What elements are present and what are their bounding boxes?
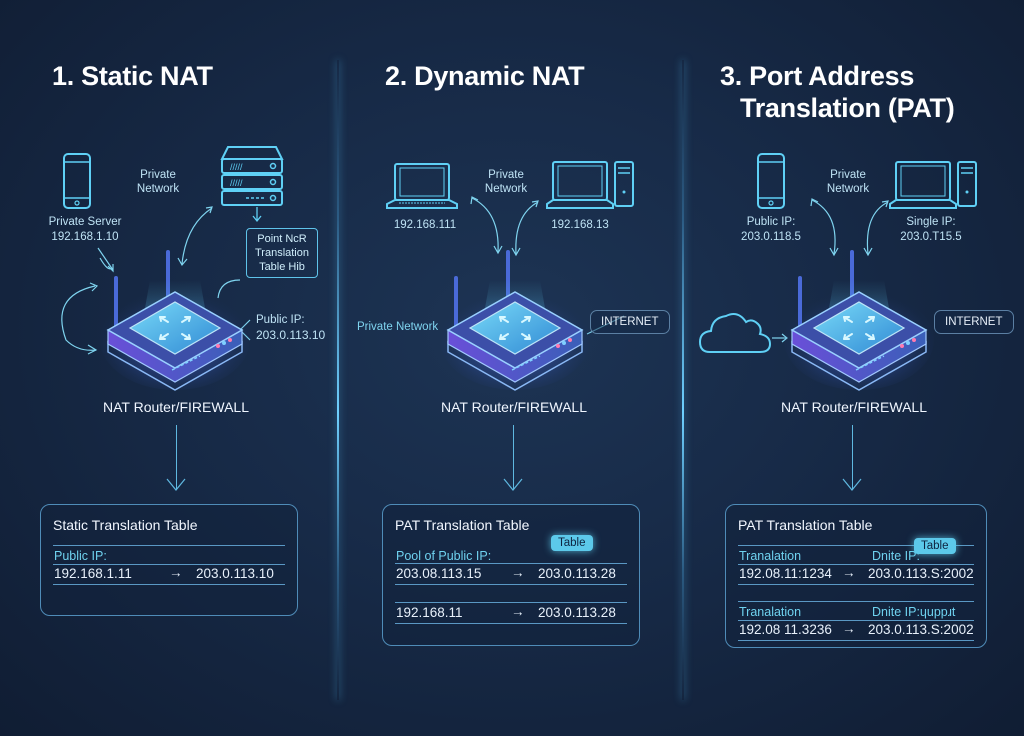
router-label: NAT Router/FIREWALL — [440, 399, 587, 415]
table-row: 192.08.11:1234 → 203.0.113.S:2002 — [738, 564, 974, 585]
server-rack-icon: ///// ///// — [220, 146, 284, 223]
table-row: 203.08.113.15 → 203.0.113.28 — [395, 564, 627, 585]
internet-label: INTERNET — [934, 310, 1014, 334]
public-ip-value: 203.0.113.10 — [256, 328, 326, 342]
panel-divider-2 — [682, 60, 684, 700]
arrowhead-icon — [503, 478, 523, 491]
table-title: Static Translation Table — [53, 517, 198, 533]
static-translation-table: Static Translation Table Public IP: 192.… — [40, 504, 298, 616]
desktop-computer-icon — [546, 161, 634, 209]
panel-divider-1 — [337, 60, 339, 700]
table-row: 192.168.11 → 203.0.113.28 — [395, 602, 627, 624]
panel-title: 2. Dynamic NAT — [385, 61, 585, 91]
device2-ip: 203.0.T15.5 — [900, 231, 962, 243]
table-badge: Table — [551, 535, 593, 551]
smartphone-icon — [63, 153, 91, 209]
device1-label: Public IP: — [746, 216, 796, 228]
table-title: PAT Translation Table — [738, 517, 873, 533]
down-arrow — [852, 425, 853, 489]
router-label: NAT Router/FIREWALL — [780, 399, 927, 415]
device1-ip: 192.168.111 — [393, 219, 457, 231]
table-badge: Table — [914, 538, 956, 554]
pat-translation-table: PAT Translation Table Pool of Public IP:… — [382, 504, 640, 646]
desktop-computer-icon — [889, 161, 977, 209]
flow-arrows — [61, 206, 251, 355]
nat-router-icon — [100, 250, 250, 391]
translation-info-box: Point NcR Translation Table Hib — [246, 228, 318, 278]
table-header: Tranalation Dnite IP: — [738, 545, 974, 565]
device2-label: Single IP: — [906, 216, 956, 228]
panel-pat: 3. Port Address Translation (PAT) Public… — [684, 0, 1024, 736]
antenna — [798, 276, 802, 332]
smartphone-icon — [757, 153, 785, 209]
internet-label: INTERNET — [590, 310, 670, 334]
table-header: Pool of Public IP: — [395, 545, 627, 564]
panel-static-nat: 1. Static NAT Private Server 192.168.1.1… — [0, 0, 340, 736]
table-title: PAT Translation Table — [395, 517, 530, 533]
device2-ip: 192.168.13 — [551, 219, 609, 231]
arrowhead-icon — [842, 478, 862, 491]
pat-translation-table: PAT Translation Table Tranalation Dnite … — [725, 504, 987, 648]
svg-text://///: ///// — [230, 178, 243, 188]
private-server-ip: 192.168.1.10 — [51, 231, 119, 243]
router-label: NAT Router/FIREWALL — [102, 399, 249, 415]
table-header: Public IP: — [53, 545, 285, 565]
svg-text://///: ///// — [230, 162, 243, 172]
cloud-icon — [698, 313, 772, 353]
laptop-icon — [386, 163, 458, 209]
antenna — [454, 276, 458, 332]
down-arrow — [513, 425, 514, 489]
table-row: 192.168.1.11 → 203.0.113.10 — [53, 564, 285, 585]
public-ip-label: Public IP: — [256, 314, 305, 326]
table-row: 192.08 11.3236 → 203.0.113.S:2002 — [738, 620, 974, 641]
antenna — [114, 276, 118, 332]
private-server-label: Private Server — [48, 216, 122, 228]
down-arrow — [176, 425, 177, 489]
nat-router-icon — [440, 250, 590, 391]
panel-title: 1. Static NAT — [52, 61, 213, 91]
arrowhead-icon — [166, 478, 186, 491]
panel-title-line1: 3. Port Address — [720, 61, 915, 91]
panel-title-line2: Translation (PAT) — [740, 93, 955, 123]
private-network-label: Private Network — [357, 321, 439, 333]
table-header: Tranalation Dnite IP:ɥuppɹt — [738, 601, 974, 621]
nat-router-icon — [784, 250, 934, 391]
device1-ip: 203.0.118.5 — [741, 231, 801, 243]
